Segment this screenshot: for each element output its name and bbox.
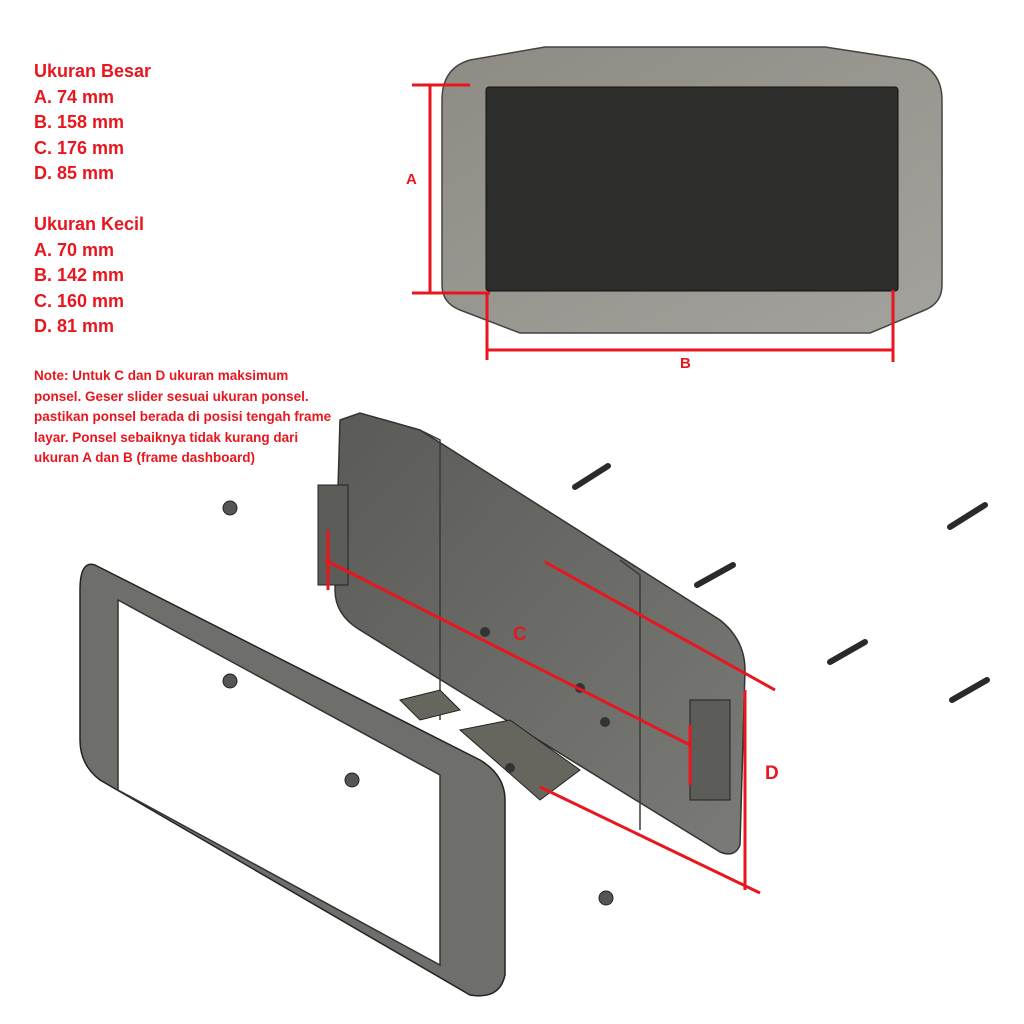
small-size-a: A. 70 mm bbox=[34, 239, 115, 260]
front-frame bbox=[79, 563, 506, 997]
small-size-spec: Ukuran Kecil A. 70 mm B. 142 mm C. 160 m… bbox=[34, 212, 144, 340]
nuts bbox=[222, 500, 614, 906]
large-size-d: D. 85 mm bbox=[34, 163, 115, 184]
large-size-c: C. 176 mm bbox=[34, 137, 125, 158]
small-size-d: D. 81 mm bbox=[34, 316, 115, 337]
large-size-a: A. 74 mm bbox=[34, 86, 115, 107]
small-size-title: Ukuran Kecil bbox=[34, 214, 145, 234]
note-text: Note: Untuk C dan D ukuran maksimum pons… bbox=[34, 368, 332, 465]
small-size-c: C. 160 mm bbox=[34, 290, 125, 311]
large-size-title: Ukuran Besar bbox=[34, 61, 152, 81]
dimension-label-d: D bbox=[765, 763, 779, 784]
small-size-b: B. 142 mm bbox=[34, 265, 125, 286]
frame-top-view bbox=[441, 46, 943, 334]
dimension-label-a: A bbox=[406, 171, 417, 188]
dimension-label-c: C bbox=[513, 624, 527, 645]
dimension-b bbox=[485, 290, 895, 362]
large-size-b: B. 158 mm bbox=[34, 112, 125, 133]
dimension-c bbox=[324, 530, 776, 895]
dimension-label-b: B bbox=[680, 355, 691, 372]
screen-area bbox=[485, 86, 899, 292]
dimension-a bbox=[412, 83, 490, 295]
large-size-spec: Ukuran Besar A. 74 mm B. 158 mm C. 176 m… bbox=[34, 59, 151, 187]
screws bbox=[572, 463, 990, 703]
back-plate bbox=[317, 412, 746, 855]
